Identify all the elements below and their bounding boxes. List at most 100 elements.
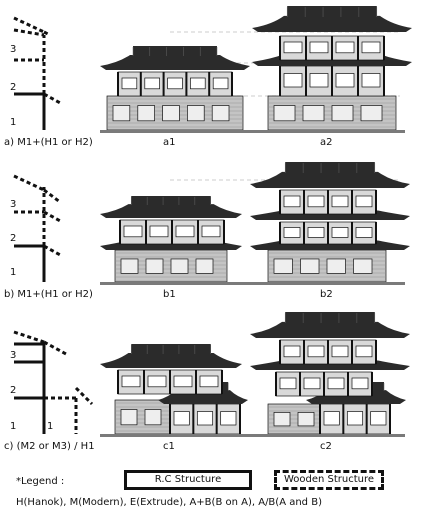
- a2-hanok-storey-3-window: [361, 41, 381, 54]
- c2-hanok-storey-2-window: [279, 377, 297, 390]
- floor-number-1: 1: [10, 267, 17, 278]
- a1-roof: [100, 55, 250, 70]
- b2-hanok-storey-3-post: [279, 190, 281, 214]
- b1-modern-base-window: [145, 258, 164, 274]
- b2-hanok-storey-2-post: [375, 222, 377, 244]
- b1-hanok-storey-window: [149, 225, 169, 238]
- b2-hanok-storey-3-post: [327, 190, 329, 214]
- c1-modern-base-window: [120, 409, 138, 426]
- floor-number-2: 2: [10, 82, 17, 93]
- a1-hanok-storey-window: [121, 77, 138, 90]
- c2-hanok-wing-window: [370, 411, 387, 426]
- c2-hanok-wing-post: [319, 404, 321, 434]
- a1-hanok-storey-post: [162, 72, 165, 96]
- b1-modern-base-window: [120, 258, 139, 274]
- ground-line: [100, 130, 405, 133]
- c2-modern-base-window: [273, 412, 291, 427]
- a2-hanok-storey-3-post: [305, 36, 307, 60]
- a1-roof-ridge: [133, 46, 217, 56]
- a2-hanok-storey-2-post: [331, 66, 333, 96]
- floor-number-3: 3: [10, 350, 17, 361]
- c1-hanok-wing-post: [215, 404, 218, 434]
- c1-hanok-storey-window: [199, 375, 219, 388]
- row-b-caption: b) M1+(H1 or H2): [4, 289, 93, 300]
- b2-hanok-storey-2-window: [307, 227, 325, 238]
- a1-modern-base-window: [112, 105, 131, 122]
- c2-hanok-wing-window: [323, 411, 340, 426]
- wood-rafter: [13, 174, 45, 192]
- c2-modern-base-window: [297, 412, 315, 427]
- c2-hanok-storey-3-window: [307, 345, 325, 358]
- c2-hanok-storey-2-post: [323, 372, 325, 396]
- c2-hanok-storey-3-window: [331, 345, 349, 358]
- c1-hanok-wing-window: [196, 411, 214, 426]
- c2-hanok-storey-3-window: [355, 345, 373, 358]
- legend-prefix: *Legend :: [16, 476, 65, 487]
- b1-modern-base-window: [170, 258, 189, 274]
- a2-hanok-storey-2-post: [305, 66, 307, 96]
- row-b-left-label: b1: [163, 289, 176, 300]
- c1-hanok-storey-post: [195, 370, 197, 394]
- c1-modern-base-window: [144, 409, 162, 426]
- b1-hanok-storey-post: [171, 220, 173, 244]
- c1-hanok-wing-window: [173, 411, 190, 426]
- b1-hanok-storey-post: [145, 220, 147, 244]
- b2-modern-base-window: [300, 258, 320, 274]
- a2-hanok-storey-2-window: [283, 73, 303, 88]
- c2-hanok-storey-3-post: [351, 340, 353, 364]
- b1-hanok-storey-window: [123, 225, 143, 238]
- b2-roof-top-ridge: [285, 162, 375, 173]
- floor-number-1: 1: [10, 117, 17, 128]
- c1-hanok-storey-post: [143, 370, 145, 394]
- a1-modern-base-window: [162, 105, 180, 122]
- c1-hanok-storey-post: [169, 370, 171, 394]
- c1-hanok-wing-post: [192, 404, 195, 434]
- b2-hanok-storey-2-post: [351, 222, 353, 244]
- c2-hanok-storey-2-post: [299, 372, 301, 396]
- c1-hanok-storey-post: [221, 370, 223, 394]
- a2-hanok-storey-2-post: [383, 66, 385, 96]
- a1-hanok-storey-post: [185, 72, 188, 96]
- a2-modern-base-window: [331, 105, 354, 122]
- c1-hanok-wing-post: [239, 404, 241, 434]
- c2-hanok-wing-post: [389, 404, 391, 434]
- row-c-right-label: c2: [320, 441, 332, 452]
- c2-roof-top-ridge: [285, 312, 375, 323]
- wood-rafter: [43, 30, 49, 36]
- a2-modern-base-window: [360, 105, 383, 122]
- a1-hanok-storey-post: [117, 72, 119, 96]
- a2-modern-base-window: [273, 105, 296, 122]
- row-a-left-label: a1: [163, 137, 176, 148]
- c2-hanok-storey-3-post: [303, 340, 305, 364]
- wood-rafter: [13, 330, 45, 344]
- a2-hanok-storey-3-window: [309, 41, 329, 54]
- wood-rafter: [43, 210, 63, 224]
- legend-rc-structure: R.C Structure: [124, 470, 252, 490]
- a1-hanok-storey-post: [208, 72, 211, 96]
- legend-abbreviations: H(Hanok), M(Modern), E(Extrude), A+B(B o…: [16, 497, 322, 508]
- a2-hanok-storey-2-window: [361, 73, 381, 88]
- c2-hanok-storey-3-post: [375, 340, 377, 364]
- c1-hanok-wing-window: [220, 411, 237, 426]
- floor-number-1: 1: [10, 421, 17, 432]
- b2-hanok-storey-2-window: [355, 227, 373, 238]
- c2-hanok-storey-2-window: [303, 377, 321, 390]
- c2-hanok-storey-3-post: [327, 340, 329, 364]
- b1-roof-top-ridge: [131, 196, 211, 205]
- a2-hanok-storey-3-post: [383, 36, 385, 60]
- c2-hanok-storey-2-window: [351, 377, 369, 390]
- a2-roof-top-ridge: [287, 6, 377, 17]
- a2-hanok-storey-2-window: [309, 73, 329, 88]
- a2-hanok-storey-2-post: [279, 66, 281, 96]
- c1-hanok-storey-window: [147, 375, 167, 388]
- b2-modern-base-window: [353, 258, 373, 274]
- b2-hanok-storey-2-post: [303, 222, 305, 244]
- b1-hanok-storey-post: [197, 220, 199, 244]
- wood-rafter: [74, 386, 94, 406]
- b2-hanok-storey-2-window: [283, 227, 301, 238]
- b1-hanok-storey-window: [201, 225, 221, 238]
- ground-line: [100, 282, 405, 285]
- a2-roof-top: [252, 15, 412, 32]
